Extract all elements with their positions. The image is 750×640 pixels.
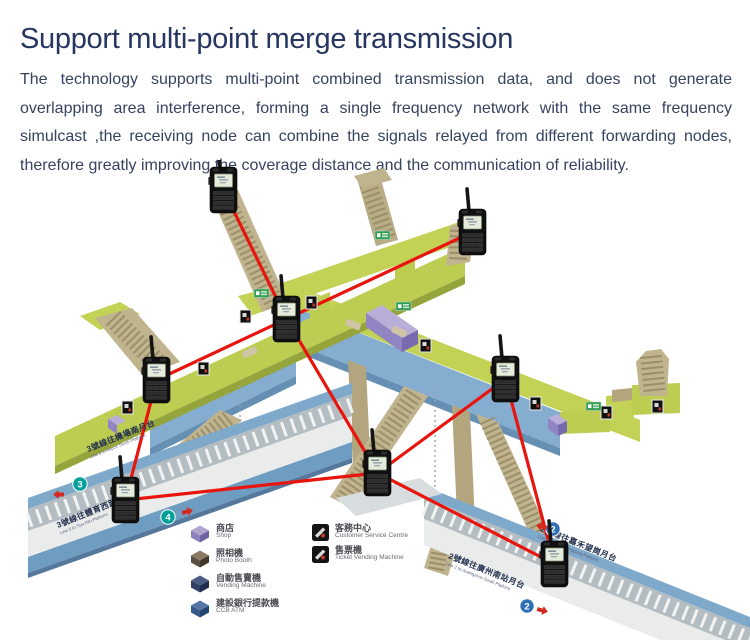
facility-sign-icon [600,405,613,420]
shop-box-front [366,313,402,352]
merge-link-line [125,471,378,502]
ticket-sign-icon [312,546,329,563]
bench [391,326,408,338]
exit-sign-icon [253,288,270,298]
legend-item: 建設銀行提款機 CCB ATM [190,598,298,619]
legend-item: 照相機 Photo Booth [190,548,298,569]
service-sign-icon [312,524,329,541]
facility-sign-icon [121,400,134,415]
merge-link-line [285,230,474,321]
legend-label-en: CCB ATM [216,607,245,615]
merge-link-line [285,318,379,474]
ramp [330,386,428,508]
exit-sign-icon [585,401,602,411]
shop-cube-front [548,418,558,436]
track-sleepers [25,397,355,528]
blue-deck [296,308,560,448]
lime-band [55,246,465,466]
cube-blue-icon [190,599,210,619]
facility-legend: 商店 Shop 照相機 Photo Booth 自動售賣機 Vending Ma… [190,523,462,619]
bench [241,346,258,359]
platform-surface [424,519,726,640]
platform-number-badge: 2 [519,598,549,617]
shop-box-side [402,330,418,352]
facility-sign-icon [305,295,318,310]
facility-sign-icon [419,338,432,353]
legend-label-zh: 照相機 [216,548,244,558]
platform-number-badge: 4 [160,505,194,525]
facility-sign-icon [239,309,252,324]
legend-item: 售票機 Ticket Vending Machine [312,545,462,563]
platform-shadow [28,458,352,578]
platform-wall [424,486,750,628]
cube-navy-icon [190,574,210,594]
platform-level [25,383,750,640]
facility-sign-icon [651,399,664,414]
facility-sign-icon [197,361,210,376]
legend-item: 客務中心 Customer Service Centre [312,523,462,541]
platform-wall [28,383,352,509]
lime-upper-band [250,220,465,316]
direction-arrow-icon [536,604,549,617]
svg-text:4: 4 [165,512,171,523]
legend-label-zh: 客務中心 [335,523,372,533]
shop-cube [108,415,126,425]
street-furniture [108,305,567,436]
portable-radio-1 [207,160,238,214]
platform-surface [28,416,352,557]
stair-block [354,168,392,188]
page-title: Support multi-point merge transmission [20,23,514,56]
legend-label-zh: 商店 [216,523,235,533]
track-sleepers [421,501,750,640]
svg-text:3: 3 [77,479,82,490]
exit-sign-icon [395,301,412,311]
legend-label-zh: 售票機 [335,545,363,555]
platform-face [28,442,352,573]
legend-item: 自動售賣機 Vending Machine [190,573,298,594]
portable-radio-2 [456,186,487,256]
shop-cube-front [108,419,117,434]
merge-link-line [503,378,557,565]
legend-label-zh: 建設銀行提款機 [216,598,280,608]
shop-cube-side [558,421,567,436]
cube-brown-icon [190,549,210,569]
svg-text:2: 2 [524,601,529,612]
platform-number-badge: 3 [53,476,88,499]
shop-box [366,305,418,338]
legend-label-en: Vending Machine [216,582,266,590]
legend-label-en: Shop [216,532,232,540]
legend-item: 商店 Shop [190,523,298,544]
body-paragraph: The technology supports multi-point comb… [20,71,732,174]
legend-label-en: Photo Booth [216,557,252,565]
cube-purple-icon [190,524,210,544]
legend-label-en: Customer Service Centre [335,532,408,540]
stair-block [612,388,632,402]
svg-text:2: 2 [550,524,555,535]
exit-sign-icon [374,230,391,240]
lime-landing [560,410,610,434]
bench [345,319,362,331]
lime-band-edge [55,276,465,474]
interchange-pad [336,478,442,516]
shop-cube [548,414,567,425]
legend-label-zh: 自動售賣機 [216,573,262,583]
portable-radio-5 [489,333,520,403]
merge-link-line [376,377,507,475]
merge-link-line [376,471,556,566]
legend-label-en: Ticket Vending Machine [335,554,404,562]
facility-sign-icon [529,396,542,411]
merge-link-line [155,317,288,382]
